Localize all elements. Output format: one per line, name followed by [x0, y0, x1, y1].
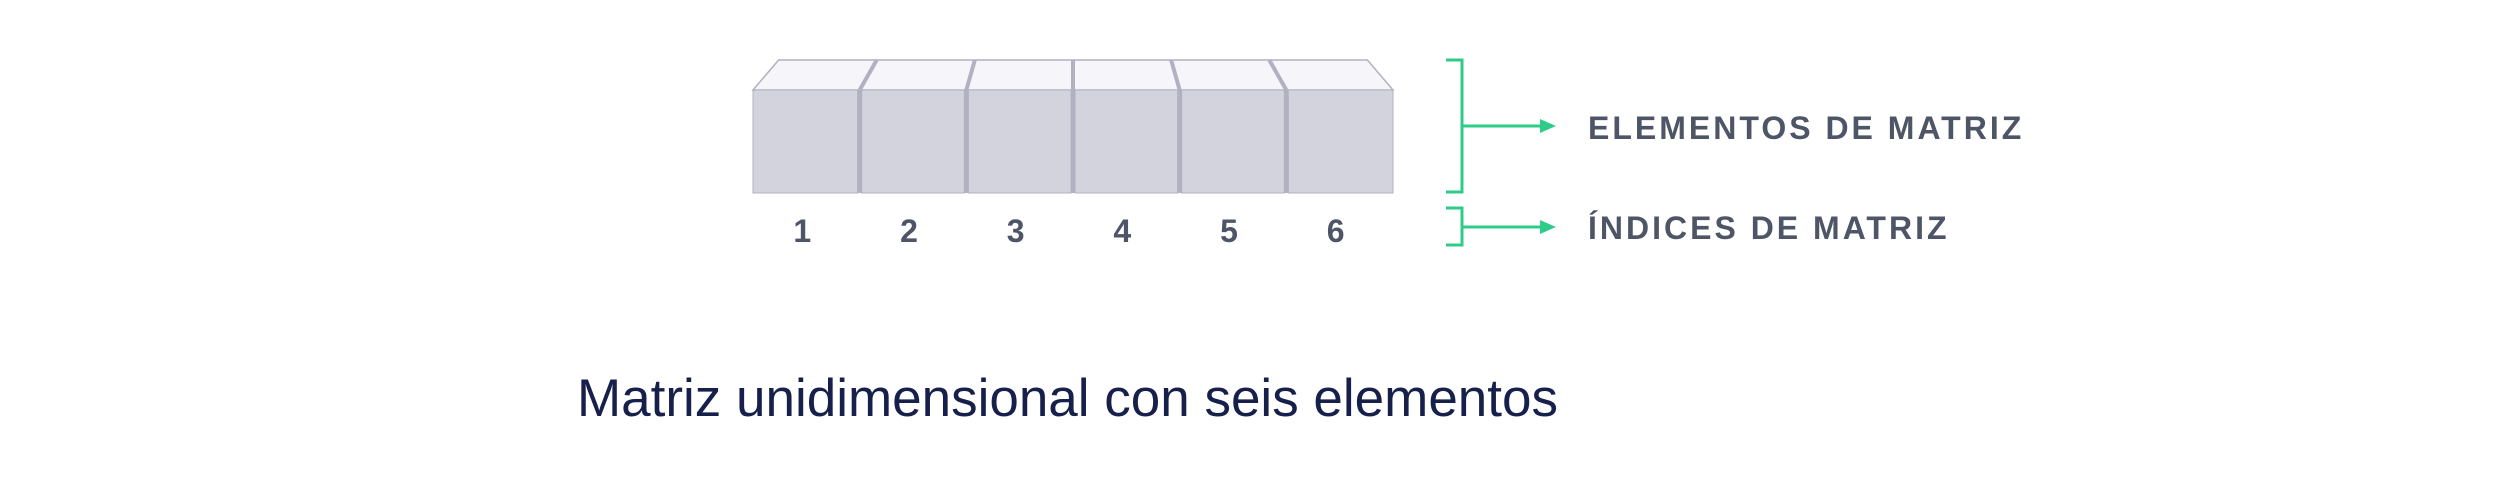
array-divider-4 [1177, 90, 1182, 193]
array-top-divider-1 [857, 59, 879, 91]
array-element-2 [861, 89, 965, 194]
array-blocks [751, 59, 1395, 194]
array-divider-2 [964, 90, 969, 193]
array-index-4: 4 [1113, 213, 1131, 249]
diagram-caption: Matriz unidimensional con seis elementos [577, 369, 1558, 428]
array-indices: 1 2 3 4 5 6 [793, 213, 1344, 249]
array-element-3 [967, 89, 1072, 194]
bracket-elements [1446, 58, 1464, 194]
array-index-3: 3 [1007, 213, 1025, 249]
array-top-divider-5 [1267, 59, 1289, 91]
array-divider-1 [857, 90, 862, 193]
legend-elements: ELEMENTOS DE MATRIZ [1446, 58, 2024, 194]
legend-indices: ÍNDICES DE MATRIZ [1446, 206, 1950, 247]
array-element-1 [752, 89, 859, 194]
arrow-indices-head [1540, 220, 1556, 234]
label-elements: ELEMENTOS DE MATRIZ [1588, 110, 2024, 146]
array-divider-5 [1284, 90, 1289, 193]
array-element-6 [1287, 89, 1394, 194]
array-index-1: 1 [793, 213, 811, 249]
array-top-divider-2 [964, 59, 977, 91]
bracket-indices [1446, 206, 1464, 247]
array-element-5 [1181, 89, 1285, 194]
label-indices: ÍNDICES DE MATRIZ [1588, 210, 1950, 246]
array-element-4 [1074, 89, 1179, 194]
array-index-5: 5 [1220, 213, 1238, 249]
array-index-2: 2 [900, 213, 918, 249]
arrow-elements-head [1540, 119, 1556, 133]
array-top-divider-4 [1169, 59, 1182, 91]
array-divider-3 [1071, 90, 1075, 193]
array-index-6: 6 [1327, 213, 1345, 249]
